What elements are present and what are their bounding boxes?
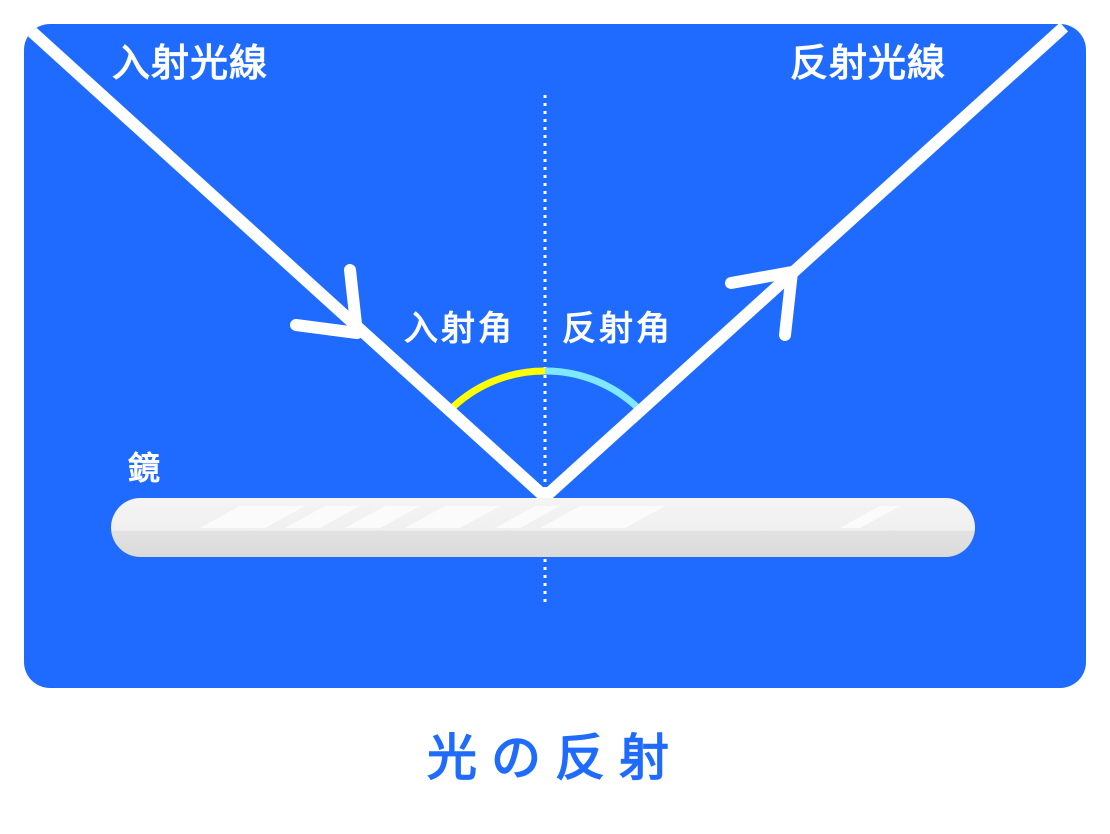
incident-ray-label: 入射光線 (112, 41, 269, 85)
diagram-panel (24, 24, 1086, 688)
mirror (111, 498, 975, 557)
reflection-angle-arc (544, 367, 643, 413)
reflected-ray-label: 反射光線 (790, 41, 947, 85)
reflected-ray (540, 24, 1069, 502)
incident-ray (25, 25, 550, 502)
diagram-title: 光の反射 (427, 729, 683, 787)
incidence-angle-arc (447, 367, 546, 413)
reflected-ray-arrowhead (725, 266, 798, 341)
incident-ray-arrowhead (290, 264, 363, 339)
mirror-label: 鏡 (128, 449, 161, 487)
reflection-angle-label: 反射角 (562, 309, 673, 349)
incidence-angle-label: 入射角 (404, 309, 515, 349)
